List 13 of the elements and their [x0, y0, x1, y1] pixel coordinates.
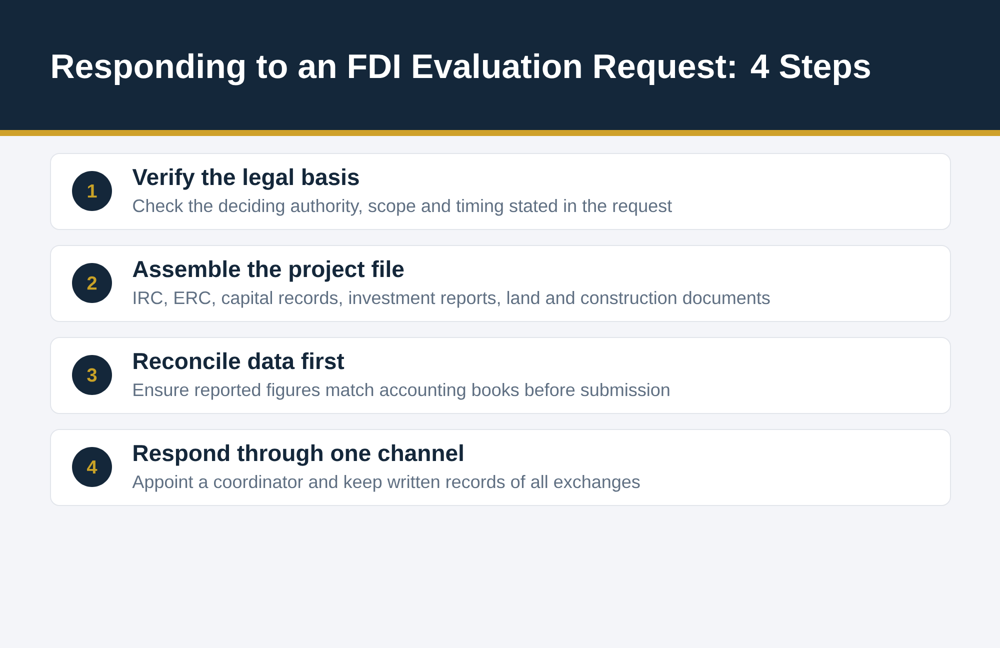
- step-title: Assemble the project file: [132, 260, 404, 282]
- step-title: Reconcile data first: [134, 352, 344, 370]
- step-description: Ensure reported figures match accounting books before submission: [134, 382, 670, 400]
- number-badge: 1: [72, 171, 112, 211]
- title: Responding to an FDI Evaluation Request: 4 Steps: [52, 53, 870, 86]
- step-description: Appoint a coordinator and keep written records of all exchanges: [132, 474, 640, 492]
- step-description: Check the deciding authority, scope and timing stated in the request: [133, 198, 672, 216]
- number-badge: 4: [72, 447, 112, 487]
- step-title: Verify the legal basis: [132, 168, 359, 190]
- number-badge: 2: [72, 263, 112, 303]
- step-description: IRC, ERC, capital records, investment reports, land and construction documents: [134, 290, 770, 308]
- step-title: Respond through one channel: [134, 444, 463, 466]
- number-badge: 3: [72, 355, 112, 395]
